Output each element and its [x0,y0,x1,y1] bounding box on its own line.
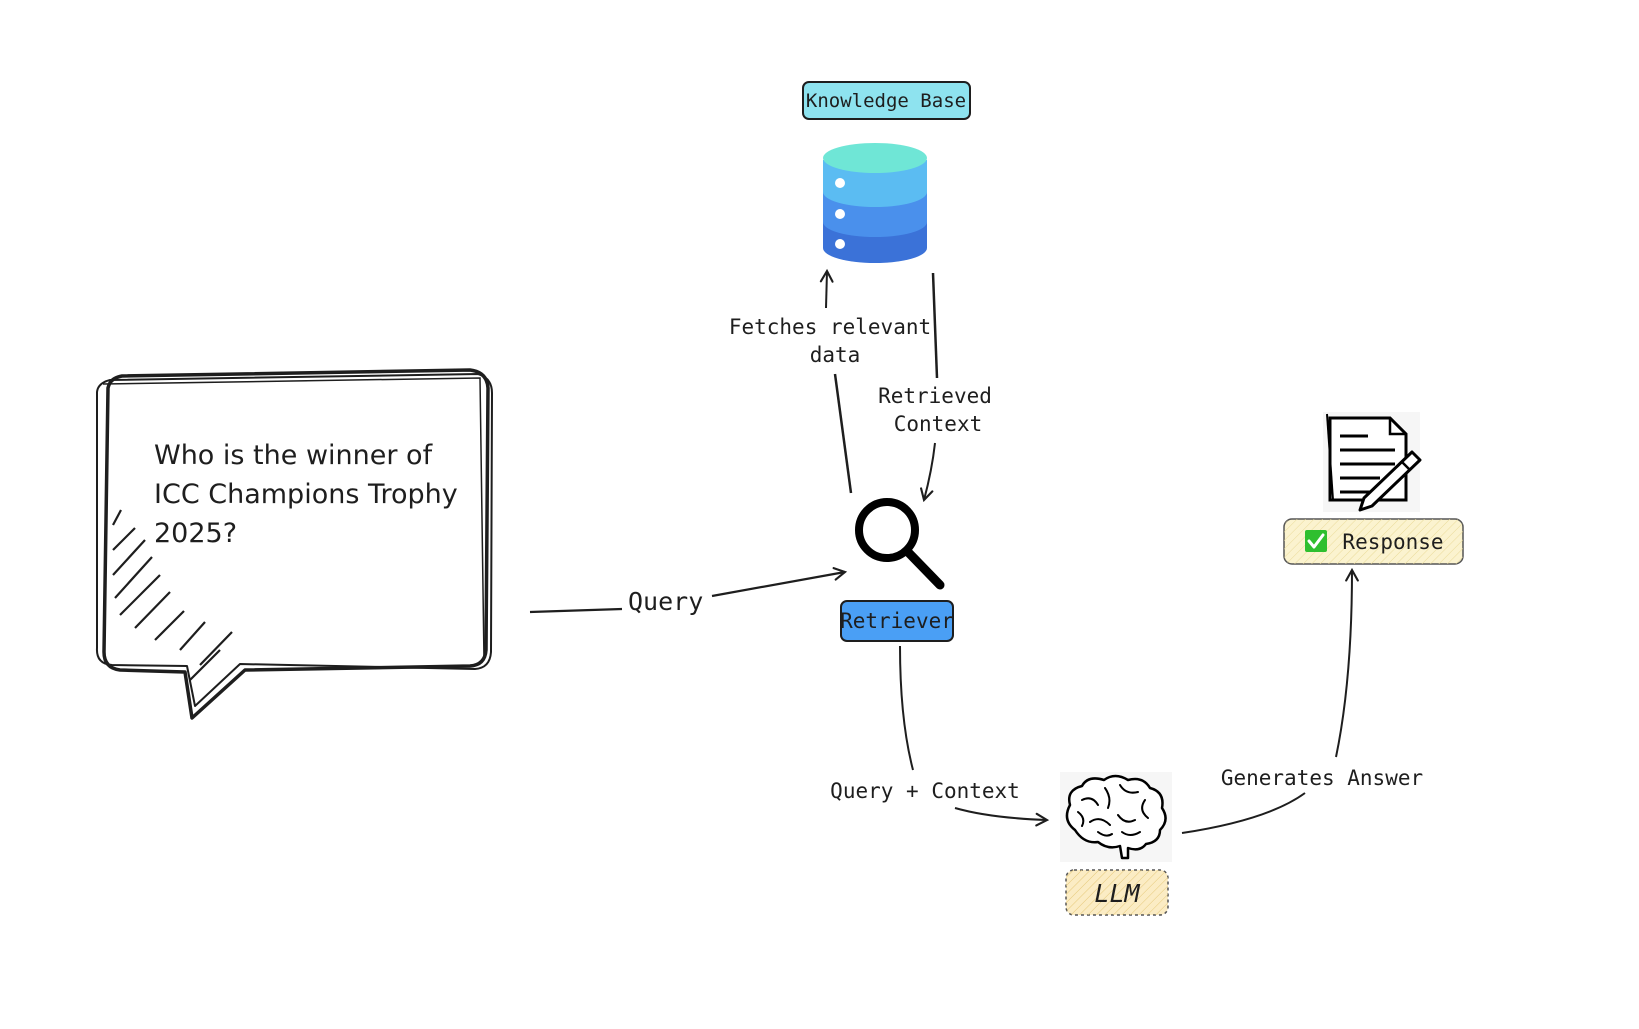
retrieved-label-line-1: Retrieved [878,384,992,408]
generates-answer-edge: Generates Answer [1181,567,1423,834]
knowledge-base-node[interactable]: Knowledge Base [802,81,971,120]
question-line-1: Who is the winner of [154,440,434,471]
response-node[interactable]: Response [1283,518,1464,565]
response-label: Response [1342,530,1443,554]
retriever-label: Retriever [840,609,954,633]
question-line-3: 2025? [154,518,237,549]
question-bubble: Who is the winner of ICC Champions Troph… [95,368,493,720]
query-context-label: Query + Context [830,779,1020,803]
fetches-edge: Fetches relevant data [729,268,931,494]
llm-label: LLM [1094,879,1140,908]
database-icon [823,143,927,263]
retrieved-label-line-2: Context [894,412,983,436]
knowledge-base-label: Knowledge Base [806,90,966,112]
query-context-edge: Query + Context [830,645,1050,827]
question-line-2: ICC Champions Trophy [154,479,458,510]
query-label: Query [628,587,703,616]
magnifier-icon [855,498,945,590]
llm-node[interactable]: LLM [1065,869,1169,916]
query-edge: Query [529,567,848,616]
retrieved-context-edge: Retrieved Context [878,272,992,503]
fetches-label-line-2: data [810,343,861,367]
fetches-label-line-1: Fetches relevant [729,315,931,339]
generates-answer-label: Generates Answer [1221,766,1423,790]
retriever-node[interactable]: Retriever [840,600,954,642]
bubble-hatch [112,509,233,681]
document-pen-icon [1323,412,1422,512]
brain-icon [1060,772,1172,862]
check-box-icon [1305,530,1327,552]
